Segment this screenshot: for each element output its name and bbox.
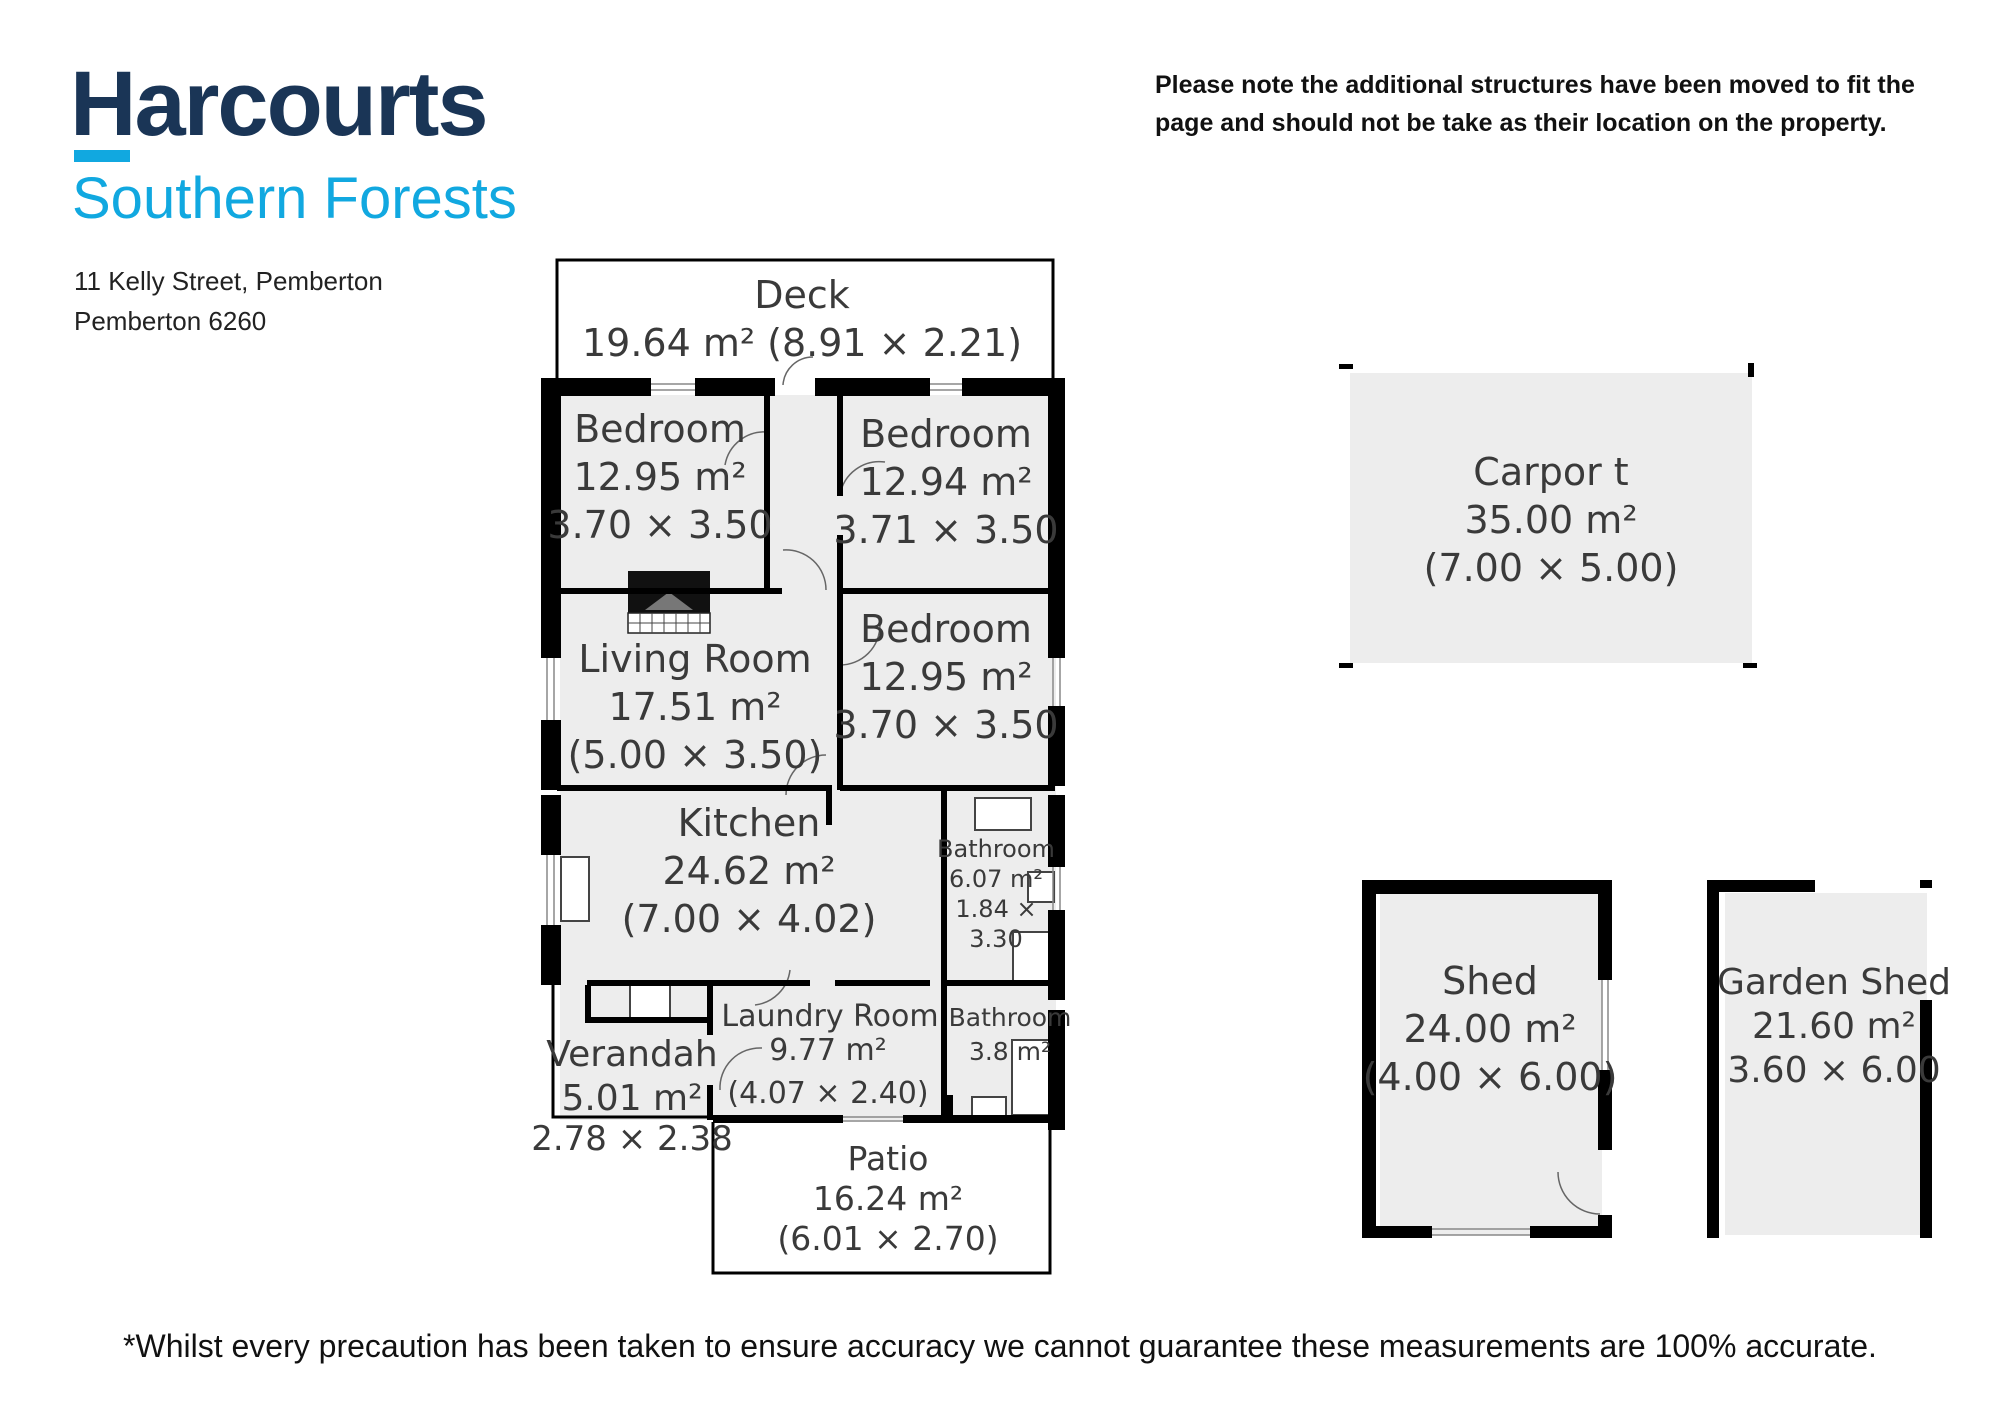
kitchen-sink-icon — [560, 856, 590, 922]
laundry-room-area: 9.77 m² — [769, 1033, 887, 1068]
deck-area: 19.64 m² (8.91 × 2.21) — [582, 321, 1022, 365]
kitchen-dims: (7.00 × 4.02) — [622, 897, 877, 941]
basin-icon — [974, 797, 1032, 831]
verandah-dims: 2.78 × 2.38 — [531, 1119, 733, 1159]
bedroom-1-area: 12.95 m² — [573, 455, 746, 499]
verandah-name: Verandah — [546, 1034, 717, 1075]
toilet-icon — [1027, 871, 1055, 903]
walls — [541, 258, 1932, 1275]
living-room-area: 17.51 m² — [608, 685, 781, 729]
bedroom-2-area: 12.94 m² — [859, 460, 1032, 504]
shed-area: 24.00 m² — [1403, 1007, 1576, 1051]
bathroom-2-name: Bathroom — [949, 1003, 1072, 1032]
shed-dims: (4.00 × 6.00) — [1363, 1055, 1618, 1099]
bedroom-3-name: Bedroom — [860, 607, 1032, 651]
laundry-room-dims: (4.07 × 2.40) — [727, 1076, 928, 1111]
carport-name: Carpor t — [1473, 450, 1628, 494]
deck-name: Deck — [754, 273, 850, 317]
brand-logo-bar — [74, 150, 130, 162]
bathroom-1-area: 6.07 m² — [949, 865, 1043, 893]
room-fills — [560, 373, 1927, 1235]
bedroom-3-area: 12.95 m² — [859, 655, 1032, 699]
structures-note: Please note the additional structures ha… — [1155, 71, 1915, 137]
garden-shed-name: Garden Shed — [1717, 962, 1951, 1003]
garden-shed-dims: 3.60 × 6.00 — [1727, 1050, 1940, 1091]
garden-shed-area: 21.60 m² — [1752, 1006, 1916, 1047]
address-line-1: 11 Kelly Street, Pemberton — [74, 266, 383, 296]
cooktop-icon — [629, 984, 671, 1021]
office-name: Southern Forests — [72, 166, 517, 231]
bathtub-icon — [1011, 1039, 1053, 1116]
accuracy-disclaimer: *Whilst every precaution has been taken … — [123, 1328, 1877, 1364]
fireplace-icon — [627, 571, 711, 634]
bedroom-2-dims: 3.71 × 3.50 — [833, 508, 1058, 552]
shed-name: Shed — [1442, 959, 1538, 1003]
bathroom-1-name: Bathroom — [937, 835, 1055, 863]
bedroom-1-dims: 3.70 × 3.50 — [547, 503, 772, 547]
kitchen-name: Kitchen — [678, 801, 821, 845]
laundry-room-name: Laundry Room — [721, 999, 938, 1034]
address-line-2: Pemberton 6260 — [74, 306, 267, 336]
carport-area: 35.00 m² — [1464, 498, 1637, 542]
bathroom-1-dims-1: 1.84 × — [955, 895, 1036, 923]
bedroom-3-dims: 3.70 × 3.50 — [833, 703, 1058, 747]
patio-area: 16.24 m² — [813, 1179, 963, 1218]
bathroom-1-dims-2: 3.30 — [969, 925, 1022, 953]
bedroom-2-name: Bedroom — [860, 412, 1032, 456]
verandah-area: 5.01 m² — [561, 1078, 702, 1119]
brand-logo: Harcourts — [70, 53, 489, 155]
bathroom-2-area: 3.8 m² — [969, 1037, 1051, 1066]
living-room-dims: (5.00 × 3.50) — [568, 733, 823, 777]
living-room-name: Living Room — [578, 637, 811, 681]
patio-dims: (6.01 × 2.70) — [777, 1219, 998, 1258]
kitchen-area: 24.62 m² — [662, 849, 835, 893]
patio-name: Patio — [848, 1139, 929, 1178]
carport-dims: (7.00 × 5.00) — [1424, 546, 1679, 590]
bedroom-1-name: Bedroom — [574, 407, 746, 451]
